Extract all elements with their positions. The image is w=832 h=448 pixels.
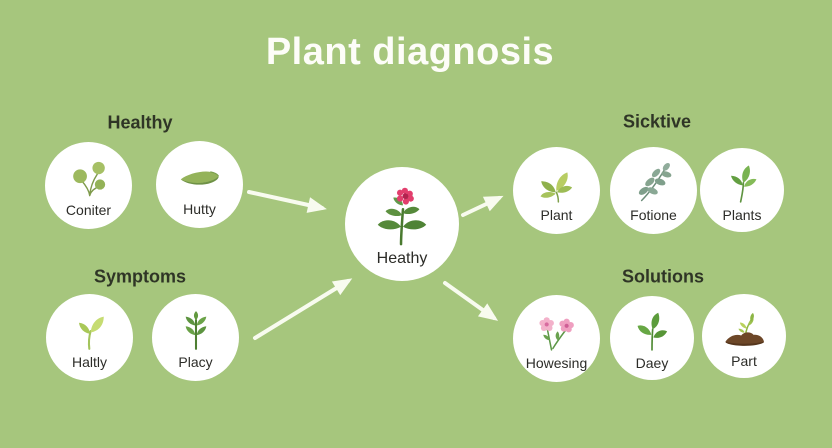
node-part: Part bbox=[702, 294, 786, 378]
group-label-symptoms: Symptoms bbox=[93, 266, 187, 287]
node-center-heathy: Heathy bbox=[345, 167, 459, 281]
node-label: Hutty bbox=[183, 201, 216, 217]
node-label: Plant bbox=[540, 207, 573, 223]
arrow-center-to-solutions bbox=[443, 281, 499, 321]
node-label: Plants bbox=[722, 206, 762, 223]
leafy-plant-icon bbox=[185, 311, 206, 350]
page-title: Plant diagnosis bbox=[265, 31, 555, 73]
leaf-cluster-icon bbox=[540, 172, 572, 203]
round-leaves-plant-icon bbox=[72, 161, 105, 197]
group-label-solutions: Solutions bbox=[622, 266, 704, 287]
soil-sprout-icon bbox=[725, 312, 764, 346]
node-plants: Plants bbox=[700, 148, 784, 232]
node-coniter: Coniter bbox=[45, 142, 132, 229]
node-label: Fotione bbox=[630, 207, 677, 223]
node-label: Part bbox=[731, 352, 757, 369]
pink-flowers-icon bbox=[538, 317, 574, 351]
node-plant: Plant bbox=[513, 147, 600, 234]
node-label: Heathy bbox=[376, 249, 428, 267]
arrow-symptoms-to-center bbox=[253, 278, 353, 340]
node-placy: Placy bbox=[152, 294, 239, 381]
node-label: Coniter bbox=[65, 202, 112, 218]
arrow-healthy-to-center bbox=[247, 190, 327, 213]
leaf-sprig-icon bbox=[731, 164, 757, 203]
node-daey: Daey bbox=[610, 296, 694, 380]
flowering-plant-icon bbox=[377, 187, 427, 245]
seed-pod-icon bbox=[180, 171, 219, 185]
arrow-center-to-sicktive bbox=[461, 195, 504, 217]
node-label: Placy bbox=[178, 354, 213, 370]
sage-branch-icon bbox=[638, 162, 671, 202]
node-hutty: Hutty bbox=[156, 141, 243, 228]
group-label-healthy: Healthy bbox=[107, 112, 173, 133]
node-label: Howesing bbox=[525, 355, 588, 371]
node-howesing: Howesing bbox=[513, 295, 600, 382]
node-fotione: Fotione bbox=[610, 147, 697, 234]
seedling-icon bbox=[78, 316, 104, 350]
group-label-sicktive: Sicktive bbox=[622, 111, 692, 132]
node-haltly: Haltly bbox=[46, 294, 133, 381]
node-label: Haltly bbox=[71, 354, 107, 370]
green-leaves-icon bbox=[637, 312, 668, 351]
node-label: Daey bbox=[635, 354, 669, 371]
